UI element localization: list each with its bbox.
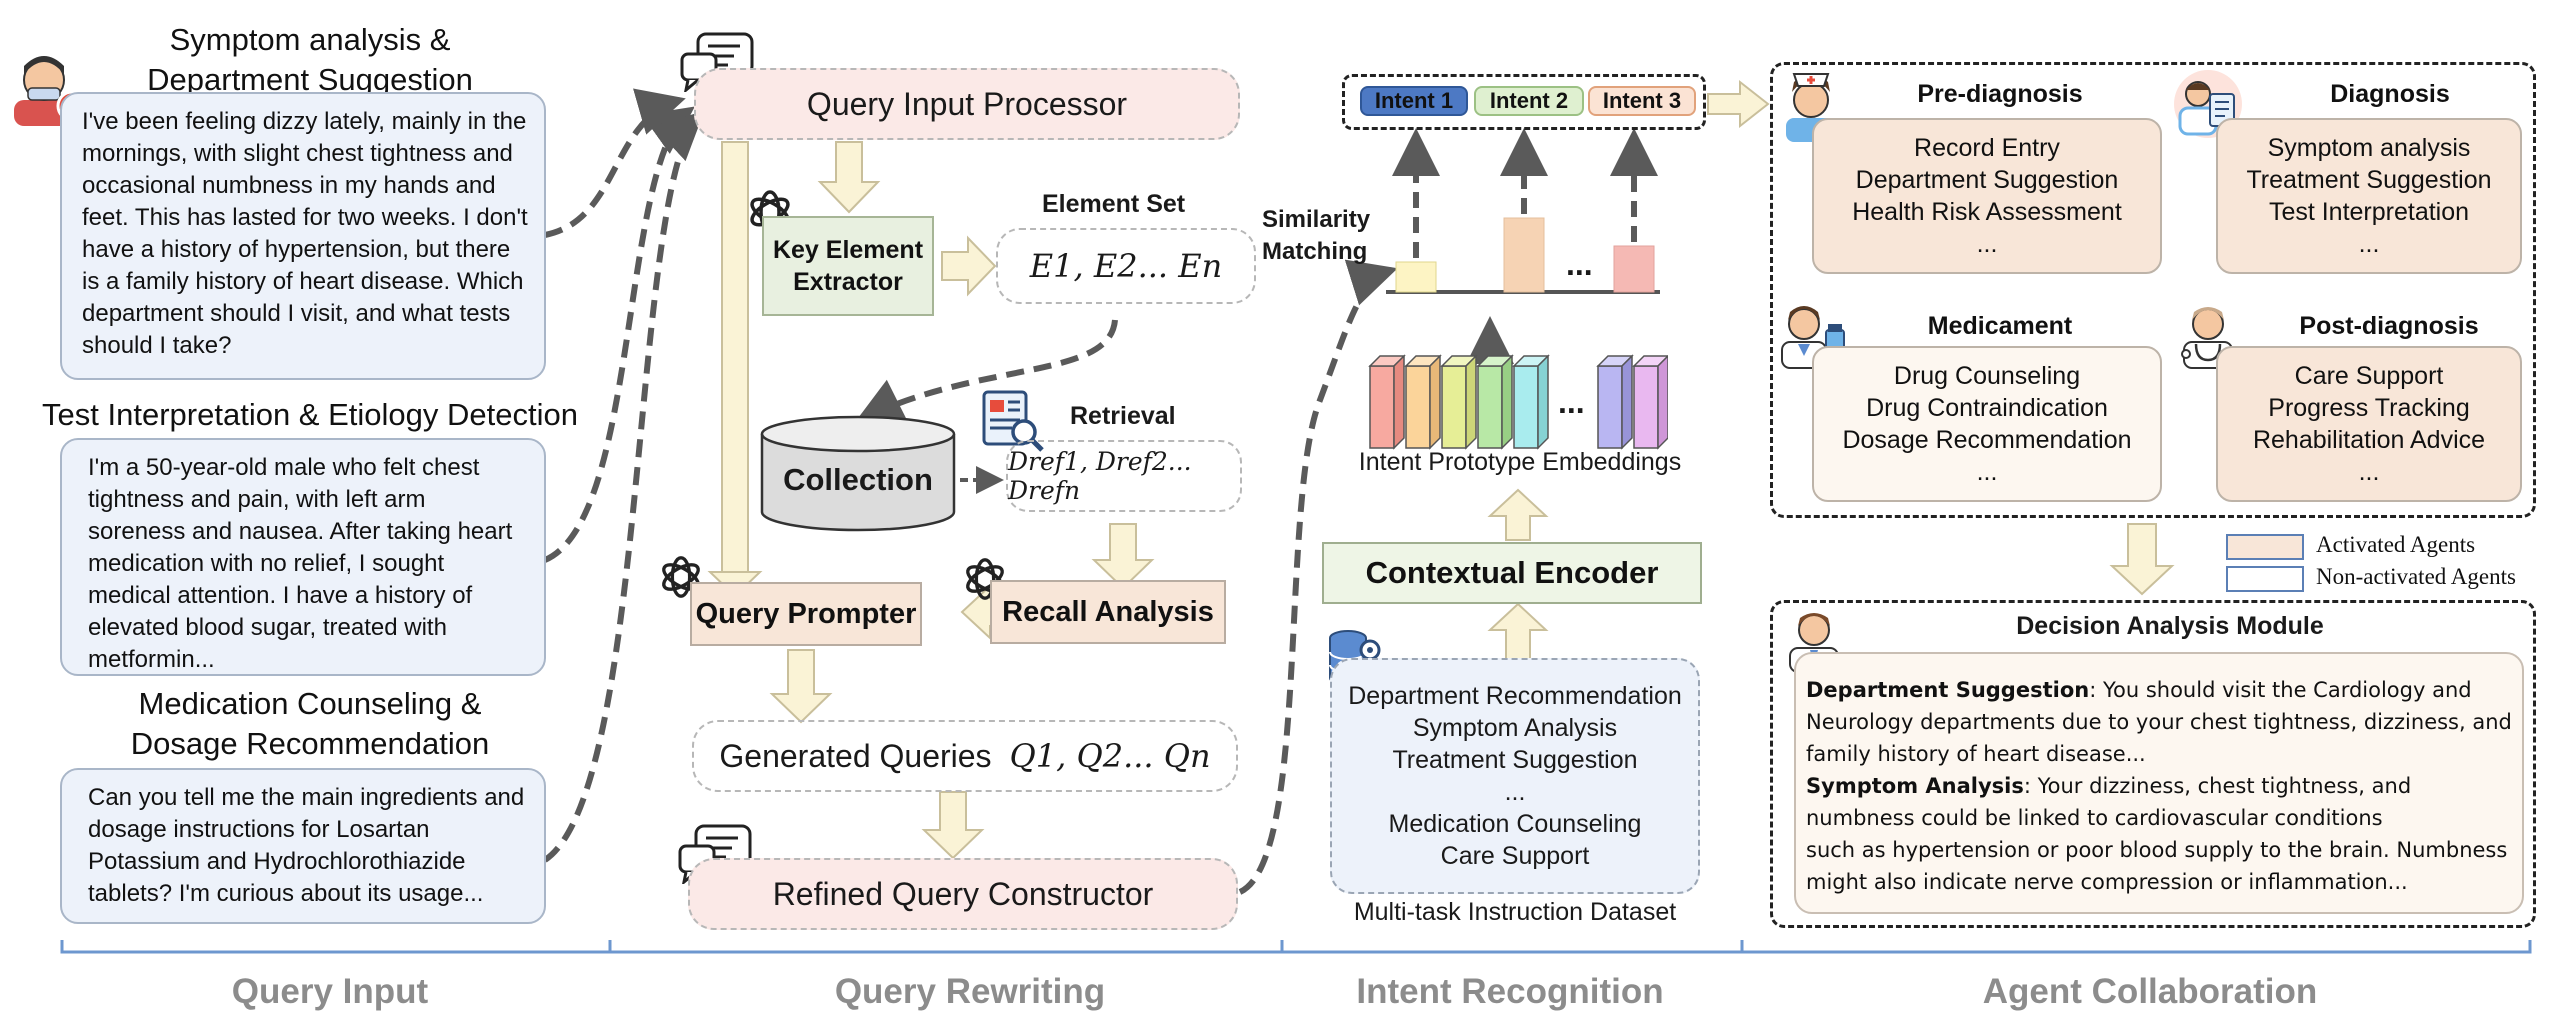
generated-queries: Generated Queries Q1, Q2... Qn xyxy=(692,720,1238,792)
decision-symptom-label: Symptom Analysis xyxy=(1806,774,2024,798)
agent-item: ... xyxy=(2358,458,2380,486)
embedding-cubes-icon xyxy=(1368,354,1670,450)
database-cylinder-icon xyxy=(760,415,956,532)
agents-group xyxy=(1770,62,2536,518)
agent-title-postdiagnosis: Post-diagnosis xyxy=(2299,312,2479,340)
bars-ellipsis: ... xyxy=(1566,246,1593,282)
dataset-item: ... xyxy=(1504,778,1526,806)
similarity-bar-1 xyxy=(1395,261,1437,293)
agent-card-diagnosis[interactable]: Symptom analysis Treatment Suggestion Te… xyxy=(2216,118,2522,274)
agent-item: Symptom analysis xyxy=(2267,134,2471,162)
retrieval-doc-icon xyxy=(980,388,1046,457)
dataset-item: Treatment Suggestion xyxy=(1392,746,1638,774)
agent-item: Drug Counseling xyxy=(1893,362,2081,390)
key-element-extractor[interactable]: Key Element Extractor xyxy=(762,216,934,316)
generated-queries-label: Generated Queries xyxy=(719,737,992,774)
agent-item: Rehabilitation Advice xyxy=(2252,426,2486,454)
decision-symptom-text-1: : Your dizziness, chest tightness, and n… xyxy=(1806,774,2412,830)
agent-card-prediagnosis[interactable]: Record Entry Department Suggestion Healt… xyxy=(1812,118,2162,274)
agent-item: ... xyxy=(1976,458,1998,486)
query-card-3[interactable]: Can you tell me the main ingredients and… xyxy=(60,768,546,924)
query-prompter[interactable]: Query Prompter xyxy=(690,582,922,646)
agent-item: Dosage Recommendation xyxy=(1842,426,2132,454)
decision-dept-text: : You should visit the Cardiology and Ne… xyxy=(1806,678,2512,766)
decision-title: Decision Analysis Module xyxy=(2016,612,2324,640)
doctor-avatar-1 xyxy=(2172,68,2244,145)
element-set: E1, E2... En xyxy=(996,228,1256,304)
agent-item: Record Entry xyxy=(1914,134,2060,162)
legend-activated-label: Activated Agents xyxy=(2316,532,2476,557)
agent-card-postdiagnosis[interactable]: Care Support Progress Tracking Rehabilit… xyxy=(2216,346,2522,502)
agent-item: Department Suggestion xyxy=(1855,166,2119,194)
legend-nonactivated-swatch xyxy=(2226,566,2304,592)
intent-2[interactable]: Intent 2 xyxy=(1474,86,1584,116)
dataset-item: Care Support xyxy=(1440,842,1590,870)
document-search-icon xyxy=(982,390,1044,452)
agent-title-diagnosis: Diagnosis xyxy=(2330,80,2450,108)
dataset-item: Symptom Analysis xyxy=(1412,714,1618,742)
query-title-1: Symptom analysis & Department Suggestion xyxy=(147,22,473,97)
legend-activated-swatch xyxy=(2226,534,2304,560)
retrieval-label: Retrieval xyxy=(1070,402,1176,430)
decision-dept-label: Department Suggestion xyxy=(1806,678,2090,702)
intent-3[interactable]: Intent 3 xyxy=(1588,86,1696,116)
chat-bubble-icon xyxy=(680,32,754,94)
retrieval-docs: Dref1, Dref2... Drefn xyxy=(1006,440,1242,512)
section-agent-collaboration: Agent Collaboration xyxy=(1982,972,2318,1011)
query-input-processor[interactable]: Query Input Processor xyxy=(694,68,1240,140)
section-intent-recognition: Intent Recognition xyxy=(1356,972,1664,1011)
dataset-box: Department Recommendation Symptom Analys… xyxy=(1330,658,1700,894)
dataset-item: Medication Counseling xyxy=(1388,810,1642,838)
intent-1[interactable]: Intent 1 xyxy=(1360,86,1468,116)
agent-item: Drug Contraindication xyxy=(1866,394,2108,422)
element-set-label: Element Set xyxy=(1042,190,1186,218)
agent-item: Treatment Suggestion xyxy=(2246,166,2492,194)
refined-query-constructor[interactable]: Refined Query Constructor xyxy=(688,858,1238,930)
block-arrows xyxy=(769,79,2175,860)
agent-item: Test Interpretation xyxy=(2268,198,2470,226)
prototype-embeddings: ... xyxy=(1368,352,1670,452)
agent-item: Health Risk Assessment xyxy=(1852,198,2122,226)
element-set-formula: E1, E2... En xyxy=(1029,247,1223,285)
decision-group xyxy=(1770,600,2536,928)
agent-item: ... xyxy=(1976,230,1998,258)
query-card-1[interactable]: I've been feeling dizzy lately, mainly i… xyxy=(60,92,546,380)
similarity-bar-2 xyxy=(1503,217,1545,293)
dataset-item: Department Recommendation xyxy=(1348,682,1682,710)
agent-item: ... xyxy=(2358,230,2380,258)
retrieval-formula: Dref1, Dref2... Drefn xyxy=(1008,447,1192,505)
embeddings-ellipsis: ... xyxy=(1558,384,1585,420)
agent-card-medicament[interactable]: Drug Counseling Drug Contraindication Do… xyxy=(1812,346,2162,502)
section-query-rewriting: Query Rewriting xyxy=(834,972,1106,1011)
agent-item: Progress Tracking xyxy=(2268,394,2470,422)
collection-db[interactable]: Collection xyxy=(758,414,958,534)
legend-nonactivated-label: Non-activated Agents xyxy=(2316,564,2516,589)
agent-title-prediagnosis: Pre-diagnosis xyxy=(1917,80,2083,108)
chat-icon-top xyxy=(678,30,758,97)
agent-item: Care Support xyxy=(2294,362,2444,390)
recall-analysis[interactable]: Recall Analysis xyxy=(990,580,1226,644)
decision-symptom-text-2: such as hypertension or poor blood suppl… xyxy=(1806,838,2508,894)
collection-label: Collection xyxy=(783,462,933,497)
prototype-embeddings-label: Intent Prototype Embeddings xyxy=(1358,448,1682,476)
intent-group xyxy=(1342,74,1706,130)
query-title-2: Test Interpretation & Etiology Detection xyxy=(42,397,578,432)
contextual-encoder[interactable]: Contextual Encoder xyxy=(1322,542,1702,604)
similarity-matching-label: Similarity Matching xyxy=(1262,206,1371,265)
section-brackets xyxy=(60,940,2532,954)
dataset-label: Multi-task Instruction Dataset xyxy=(1353,898,1677,926)
bars-to-intents xyxy=(1392,128,1658,258)
section-query-input: Query Input xyxy=(231,972,429,1011)
doctor-clipboard-icon xyxy=(2174,70,2242,138)
generated-queries-formula: Q1, Q2... Qn xyxy=(1009,737,1211,775)
query-card-2[interactable]: I'm a 50-year-old male who felt chest ti… xyxy=(60,438,546,676)
query-title-3: Medication Counseling & Dosage Recommend… xyxy=(130,686,490,761)
agent-title-medicament: Medicament xyxy=(1927,312,2073,340)
decision-body: Department Suggestion: You should visit … xyxy=(1794,652,2524,914)
similarity-bar-3 xyxy=(1613,245,1655,293)
query-to-processor-arrows xyxy=(543,88,705,863)
